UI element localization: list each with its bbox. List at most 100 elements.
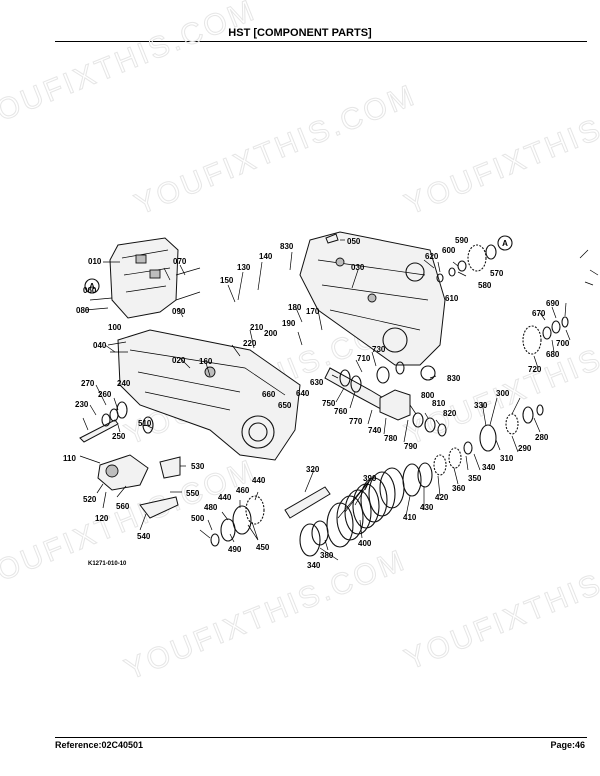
- callout-090: 090: [172, 307, 186, 316]
- callout-330: 330: [474, 401, 488, 410]
- page-title: HST [COMPONENT PARTS]: [228, 27, 372, 39]
- leader-lines: [79, 239, 599, 561]
- callout-060: 060: [83, 286, 97, 295]
- shaft-320-group: [210, 486, 331, 547]
- callout-020: 020: [172, 356, 186, 365]
- page-number: Page:46: [550, 740, 585, 750]
- callout-830b: 830: [447, 374, 461, 383]
- callout-320: 320: [306, 465, 320, 474]
- callout-780: 780: [384, 434, 398, 443]
- callout-570: 570: [490, 269, 504, 278]
- callout-680: 680: [546, 350, 560, 359]
- callout-130: 130: [237, 263, 251, 272]
- gear-group-right: [522, 316, 569, 355]
- callout-670: 670: [532, 309, 546, 318]
- callout-620: 620: [425, 252, 439, 261]
- callout-070: 070: [173, 257, 187, 266]
- callout-520: 520: [83, 495, 97, 504]
- callout-530: 530: [191, 462, 205, 471]
- clutch-pack-group: [299, 454, 447, 557]
- housing-010: [109, 237, 179, 319]
- watermark-text: YOUFIXTHIS.COM: [130, 78, 421, 221]
- callout-160: 160: [199, 357, 213, 366]
- left-parts-group: [79, 401, 181, 519]
- callout-830a: 830: [280, 242, 294, 251]
- callout-190: 190: [282, 319, 296, 328]
- callout-030: 030: [351, 263, 365, 272]
- callout-270: 270: [81, 379, 95, 388]
- callout-750: 750: [322, 399, 336, 408]
- ref-label: A: [89, 282, 95, 291]
- callout-760: 760: [334, 407, 348, 416]
- callout-610: 610: [445, 294, 459, 303]
- callout-720: 720: [528, 365, 542, 374]
- callout-710: 710: [357, 354, 371, 363]
- callout-080: 080: [76, 306, 90, 315]
- callout-580: 580: [478, 281, 492, 290]
- callout-labels: 010 070 060 080 090 100 040 130 140 150 …: [63, 236, 570, 570]
- callout-170: 170: [306, 307, 320, 316]
- callout-240: 240: [117, 379, 131, 388]
- callout-440a: 440: [252, 476, 266, 485]
- footer-rule: [55, 737, 587, 738]
- callout-800: 800: [421, 391, 435, 400]
- callout-040: 040: [93, 341, 107, 350]
- callout-650: 650: [278, 401, 292, 410]
- figure-code: K1271-010-10: [88, 561, 127, 567]
- callout-590: 590: [455, 236, 469, 245]
- callout-790: 790: [404, 442, 418, 451]
- callout-730: 730: [372, 345, 386, 354]
- callout-300: 300: [496, 389, 510, 398]
- callout-210: 210: [250, 323, 264, 332]
- callout-010: 010: [88, 257, 102, 266]
- callout-740: 740: [368, 426, 382, 435]
- callout-810: 810: [432, 399, 446, 408]
- callout-110: 110: [63, 454, 76, 463]
- watermark-text: YOUFIXTHIS.COM: [400, 78, 600, 221]
- callout-280: 280: [535, 433, 549, 442]
- callout-410: 410: [403, 513, 417, 522]
- watermark-text: YOUFIXTHIS.COM: [120, 543, 411, 686]
- callout-490: 490: [228, 545, 242, 554]
- ref-marker-a-left: A: [84, 278, 100, 294]
- reference-label: Reference:02C40501: [55, 740, 144, 750]
- bolts-group: [84, 233, 339, 353]
- watermark-text: YOUFIXTHIS.COM: [400, 533, 600, 676]
- ref-label: A: [502, 239, 508, 248]
- callout-380: 380: [320, 551, 334, 560]
- callout-290: 290: [518, 444, 532, 453]
- callout-700: 700: [556, 339, 570, 348]
- callout-420: 420: [435, 493, 449, 502]
- header-rule: [55, 41, 587, 42]
- upper-case-030: [299, 231, 446, 366]
- callout-390: 390: [363, 474, 377, 483]
- callout-360: 360: [452, 484, 466, 493]
- callout-050: 050: [347, 237, 361, 246]
- transmission-case-020: [117, 329, 301, 461]
- callout-550: 550: [186, 489, 200, 498]
- callout-560: 560: [116, 502, 130, 511]
- callout-310: 310: [500, 454, 514, 463]
- callout-630: 630: [310, 378, 324, 387]
- callout-460: 460: [236, 486, 250, 495]
- callout-510: 510: [138, 419, 152, 428]
- callout-600: 600: [442, 246, 456, 255]
- callout-660: 660: [262, 390, 276, 399]
- callout-140: 140: [259, 252, 273, 261]
- callout-220: 220: [243, 339, 257, 348]
- callout-230: 230: [75, 400, 89, 409]
- callout-250: 250: [112, 432, 126, 441]
- callout-100: 100: [108, 323, 122, 332]
- callout-430: 430: [420, 503, 434, 512]
- callout-450: 450: [256, 543, 270, 552]
- callout-820: 820: [443, 409, 457, 418]
- watermark-layer: YOUFIXTHIS.COM YOUFIXTHIS.COM YOUFIXTHIS…: [0, 0, 600, 687]
- callout-500: 500: [191, 514, 205, 523]
- ref-marker-a-right: A: [497, 235, 513, 251]
- watermark-text: YOUFIXTHIS.COM: [0, 0, 261, 136]
- callout-400: 400: [358, 539, 372, 548]
- callout-150: 150: [220, 276, 234, 285]
- callout-180: 180: [288, 303, 302, 312]
- callout-640: 640: [296, 389, 310, 398]
